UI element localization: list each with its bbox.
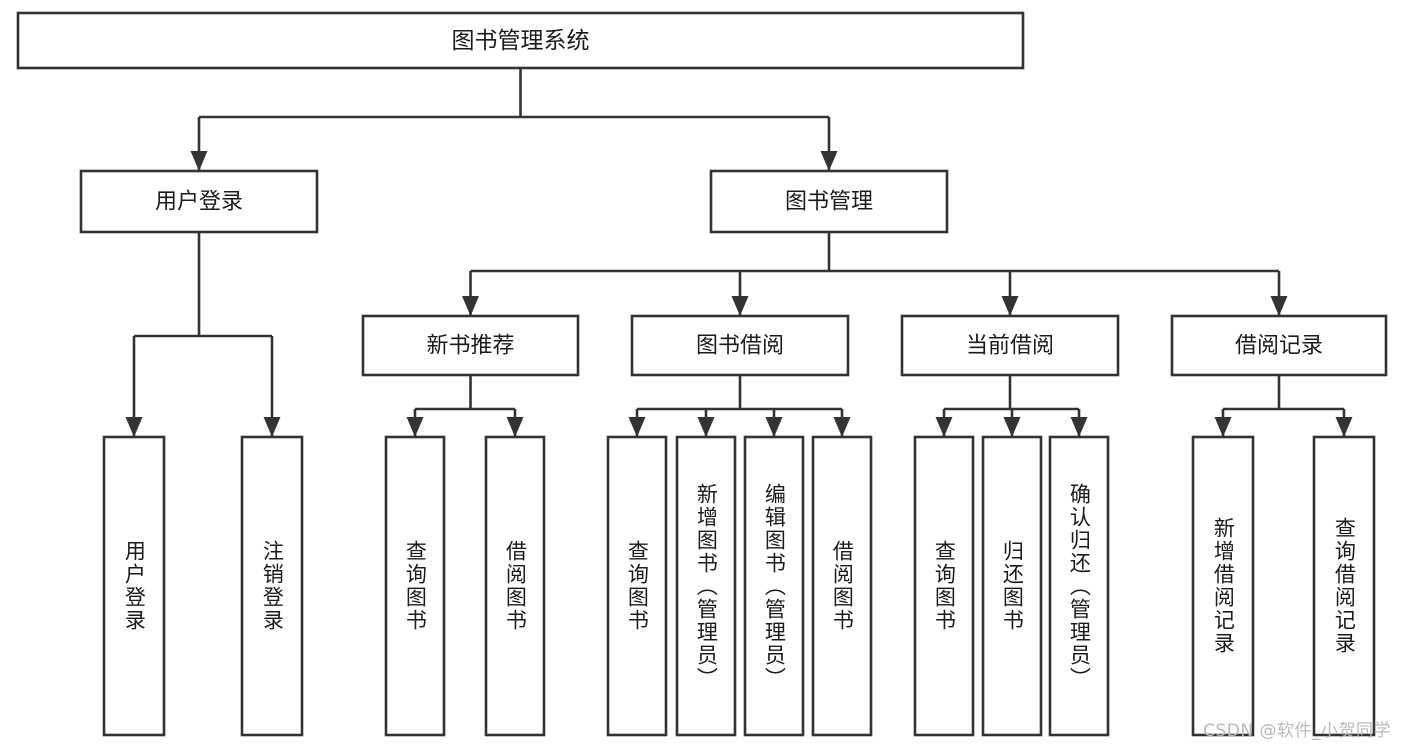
node-box-leaf-query-record[interactable] xyxy=(1312,435,1376,737)
node-box-root[interactable] xyxy=(16,11,1025,70)
node-label-borrow-record: 借阅记录 xyxy=(1235,334,1323,359)
node-label-book-borrow: 图书借阅 xyxy=(696,334,784,359)
arrow-head-leaf-query-record xyxy=(1335,417,1353,437)
node-box-borrow-record[interactable] xyxy=(1170,314,1388,377)
arrow-head-leaf-add-book xyxy=(697,417,715,437)
node-label-book-manage: 图书管理 xyxy=(785,190,873,215)
node-box-leaf-query-book-rec[interactable] xyxy=(384,435,446,737)
arrow-head-leaf-user-login xyxy=(125,417,143,437)
arrow-head-leaf-borrow-book-rec xyxy=(506,417,524,437)
node-box-user-login[interactable] xyxy=(79,169,319,234)
arrow-head-leaf-edit-book xyxy=(765,417,783,437)
watermark-text: CSDN @软件_小贺同学 xyxy=(1203,721,1391,741)
node-box-book-manage[interactable] xyxy=(709,169,949,234)
node-box-leaf-query-book-borrow[interactable] xyxy=(606,435,668,737)
node-box-leaf-add-record[interactable] xyxy=(1191,435,1255,737)
node-box-leaf-confirm-return[interactable] xyxy=(1048,435,1110,737)
node-box-leaf-return-book[interactable] xyxy=(981,435,1043,737)
node-box-leaf-logout[interactable] xyxy=(240,435,304,737)
node-label-user-login: 用户登录 xyxy=(155,190,243,215)
node-box-leaf-edit-book[interactable] xyxy=(743,435,805,737)
arrow-head-leaf-query-book-borrow xyxy=(628,417,646,437)
arrow-head-leaf-add-record xyxy=(1214,417,1232,437)
node-box-leaf-query-book-cur[interactable] xyxy=(913,435,975,737)
connector-layer xyxy=(125,68,1353,437)
arrow-head-book-borrow xyxy=(731,296,749,316)
arrow-head-current-borrow xyxy=(1001,296,1019,316)
node-label-root: 图书管理系统 xyxy=(452,28,590,54)
node-box-leaf-user-login[interactable] xyxy=(102,435,166,737)
arrow-head-leaf-logout xyxy=(263,417,281,437)
arrow-head-leaf-borrow-book xyxy=(833,417,851,437)
node-box-book-borrow[interactable] xyxy=(630,314,850,377)
node-box-new-book-recommend[interactable] xyxy=(361,314,580,377)
node-box-leaf-borrow-book[interactable] xyxy=(811,435,873,737)
node-box-current-borrow[interactable] xyxy=(900,314,1120,377)
node-box-leaf-borrow-book-rec[interactable] xyxy=(484,435,546,737)
node-box-leaf-add-book[interactable] xyxy=(675,435,737,737)
node-label-current-borrow: 当前借阅 xyxy=(966,334,1054,359)
arrow-head-user-login xyxy=(190,151,208,171)
arrow-head-leaf-query-book-rec xyxy=(406,417,424,437)
arrow-head-borrow-record xyxy=(1270,296,1288,316)
arrow-head-book-manage xyxy=(820,151,838,171)
node-box-layer xyxy=(16,11,1388,737)
node-label-new-book-recommend: 新书推荐 xyxy=(426,334,514,359)
arrow-head-leaf-confirm-return xyxy=(1070,417,1088,437)
arrow-head-leaf-query-book-cur xyxy=(935,417,953,437)
arrow-head-new-book-recommend xyxy=(462,296,479,316)
arrow-head-leaf-return-book xyxy=(1003,417,1021,437)
